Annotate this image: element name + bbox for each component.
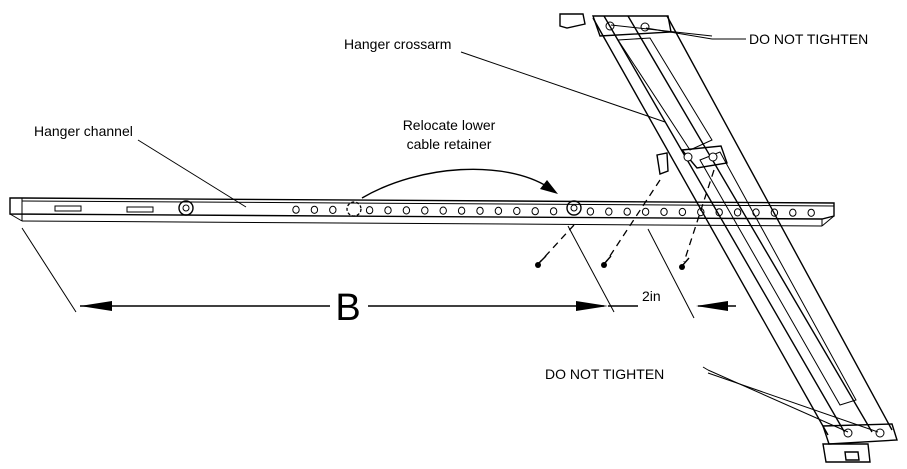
screw	[679, 257, 690, 270]
channel-slot	[54, 205, 82, 212]
hanger-channel	[9, 197, 835, 227]
relocate-label-line1: Relocate lower	[403, 117, 496, 133]
channel-hole	[457, 206, 466, 215]
channel-holes	[292, 205, 815, 217]
channel-hole	[365, 206, 374, 215]
do-not-tighten-bottom-label: DO NOT TIGHTEN	[545, 366, 664, 382]
channel-hole	[807, 208, 815, 217]
channel-hole	[752, 208, 760, 217]
dimension-b	[21, 225, 615, 313]
retainer-ghost-position	[346, 201, 362, 217]
channel-hole	[623, 207, 631, 216]
hanger-channel-label: Hanger channel	[34, 123, 133, 139]
channel-hole	[292, 205, 300, 214]
channel-hole	[789, 208, 797, 217]
screw	[601, 255, 612, 268]
channel-hole	[531, 207, 539, 216]
channel-hole	[476, 206, 484, 215]
screw	[535, 255, 547, 268]
screws	[535, 169, 715, 270]
channel-hole	[402, 206, 411, 215]
relocate-arrowhead	[540, 180, 558, 194]
hanger-crossarm-label: Hanger crossarm	[344, 36, 451, 52]
channel-hole	[641, 207, 650, 216]
relocate-arrow	[361, 168, 549, 199]
channel-hole	[384, 206, 392, 215]
channel-hole	[494, 206, 503, 215]
channel-hole	[678, 207, 687, 217]
channel-hole	[605, 207, 613, 216]
dimension-2in	[608, 228, 736, 319]
dimension-b-label: B	[335, 287, 360, 329]
channel-hole	[733, 208, 742, 217]
channel-hole	[439, 206, 447, 215]
cable-retainer	[178, 200, 194, 216]
leader-lines	[137, 24, 879, 433]
channel-slot	[126, 206, 154, 213]
relocate-label-line2: cable retainer	[407, 136, 492, 152]
do-not-tighten-top-label: DO NOT TIGHTEN	[749, 31, 868, 47]
dimension-2in-label: 2in	[642, 288, 661, 304]
channel-hole	[660, 207, 668, 216]
hanger-crossarm	[559, 13, 898, 463]
channel-hole	[513, 206, 521, 216]
channel-hole	[586, 207, 595, 216]
channel-hole	[329, 205, 337, 214]
channel-hole	[421, 206, 429, 215]
channel-hole	[310, 205, 319, 214]
channel-hole	[549, 207, 558, 216]
cable-retainer-relocated	[566, 200, 582, 216]
